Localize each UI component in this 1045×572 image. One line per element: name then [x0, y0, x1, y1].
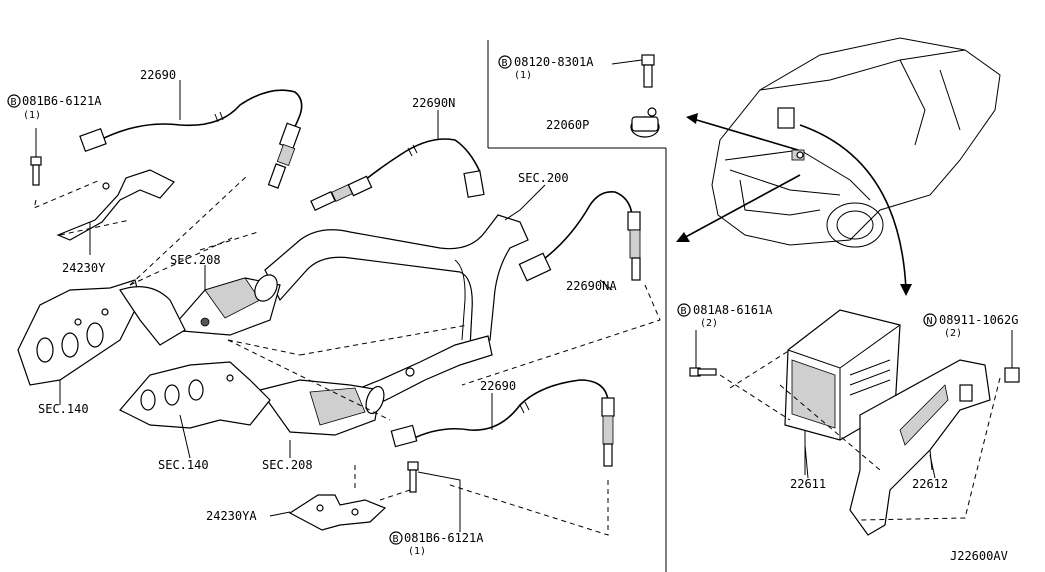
bolt-22060p-qty: (1): [514, 70, 532, 81]
bolt-top-left-code: 081B6-6121A: [22, 94, 102, 108]
bolt-top-left: [30, 128, 42, 186]
label-ecm: 22611: [790, 477, 826, 491]
oxygen-sensor-22690n: [310, 110, 485, 211]
bolt-top-left-prefix: B: [11, 97, 17, 108]
label-sec208-lower: SEC.208: [262, 458, 313, 472]
label-sensor-lower: 22690: [480, 379, 516, 393]
ecm-bolt: [689, 330, 717, 377]
oxygen-sensor-upper-left: [79, 89, 303, 189]
nut-ecm-qty: (2): [944, 328, 962, 339]
frame-lines: [487, 40, 667, 572]
sensor-22060p: [630, 107, 660, 138]
bolt-callout-ecm: B 081A8-6161A (2): [677, 303, 773, 329]
oxygen-sensor-lower: [390, 379, 615, 536]
ecm-connector-ribs: [849, 359, 891, 396]
diagram-id: J22600AV: [950, 549, 1008, 563]
bolt-bottom-prefix: B: [393, 534, 399, 545]
ecm-unit: [784, 309, 901, 475]
part-labels: 22690 22690N SEC.200 SEC.208 24230Y 2269…: [38, 68, 1008, 563]
bolt-callout-bottom: B 081B6-6121A (1): [389, 531, 484, 557]
bolt-22060p-code: 08120-8301A: [514, 55, 594, 69]
ecm-nut: [1004, 330, 1020, 383]
label-sec208-upper: SEC.208: [170, 253, 221, 267]
bolt-top-left-qty: (1): [23, 110, 41, 121]
nut-callout-ecm: N 08911-1062G (2): [923, 313, 1018, 339]
nut-ecm-prefix: N: [927, 316, 933, 327]
bolt-callout-top-left: B 081B6-6121A (1): [7, 94, 102, 121]
bolt-ecm-code: 081A8-6161A: [693, 303, 773, 317]
bolt-callout-22060p: B 08120-8301A (1): [498, 55, 594, 81]
exhaust-manifold-left: [17, 279, 186, 386]
label-bracket-24230y: 24230Y: [62, 261, 106, 275]
vehicle-outline: [711, 37, 1001, 248]
catalytic-converter-upper: [168, 274, 281, 336]
catalytic-converter-lower: [258, 379, 385, 436]
nut-ecm-code: 08911-1062G: [939, 313, 1018, 327]
label-sec140-left: SEC.140: [38, 402, 89, 416]
bolt-bottom-code: 081B6-6121A: [404, 531, 484, 545]
bolt-bottom: [407, 461, 461, 532]
exhaust-manifold-lower: [119, 361, 271, 429]
label-ecm-bracket: 22612: [912, 477, 948, 491]
bolt-ecm-prefix: B: [681, 306, 687, 317]
bolt-bottom-qty: (1): [408, 546, 426, 557]
bracket-24230ya: [288, 465, 411, 531]
label-sensor-rear-left: 22690: [140, 68, 176, 82]
ecm-bracket: [849, 359, 991, 536]
label-sensor-22690n: 22690N: [412, 96, 455, 110]
label-sensor-22690na: 22690NA: [566, 279, 617, 293]
oxygen-sensor-22690na: [461, 190, 661, 386]
bolt-22060p-prefix: B: [502, 58, 508, 69]
bracket-24230y: [56, 169, 175, 255]
bolt-ecm-qty: (2): [700, 318, 718, 329]
label-sec200: SEC.200: [518, 171, 569, 185]
exhaust-pipe-upper: [264, 214, 529, 349]
label-sensor-22060p: 22060P: [546, 118, 589, 132]
callout-arrows: [676, 113, 912, 296]
bolt-22060p: [611, 54, 655, 88]
leader-lines: [59, 80, 936, 517]
label-sec140-lower: SEC.140: [158, 458, 209, 472]
label-bracket-24230ya: 24230YA: [206, 509, 257, 523]
